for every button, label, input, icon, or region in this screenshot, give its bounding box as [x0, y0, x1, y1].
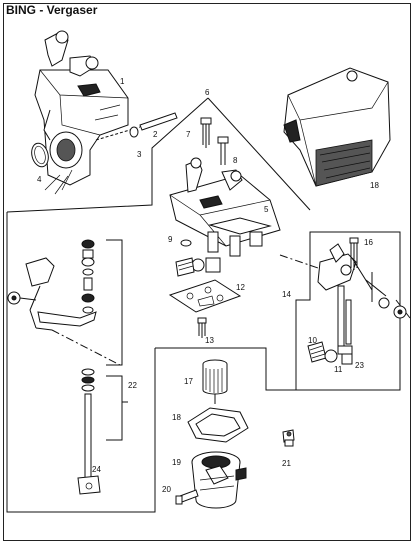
screw-7-part	[200, 117, 212, 148]
callout-19: 19	[172, 458, 181, 467]
washer-part	[129, 126, 139, 138]
callout-21: 21	[282, 459, 291, 468]
callout-9: 9	[168, 235, 173, 244]
callout-10: 10	[308, 336, 317, 345]
float-needle-part	[337, 285, 353, 365]
callout-17: 17	[184, 377, 193, 386]
filter-square-part	[307, 341, 327, 363]
callout-23: 23	[355, 361, 364, 370]
callout-6: 6	[205, 88, 210, 97]
throttle-linkage-part	[7, 257, 121, 366]
lever-assembly-part	[317, 243, 411, 319]
callout-13: 13	[205, 336, 214, 345]
carburetor-upper-part	[169, 157, 281, 257]
callout-1: 1	[120, 77, 125, 86]
callout-12: 12	[236, 283, 245, 292]
callout-18: 18	[370, 181, 379, 190]
diagram-title: BING - Vergaser	[6, 3, 98, 17]
callout-20: 20	[162, 485, 171, 494]
fuel-nipple-part	[282, 429, 295, 447]
callout-14: 14	[282, 290, 291, 299]
screw-8-part	[217, 136, 229, 165]
callout-22: 22	[128, 381, 137, 390]
filter-pad-part	[175, 257, 221, 277]
drain-screw-part	[175, 489, 199, 505]
jet-stack-part	[81, 239, 95, 314]
callout-24: 24	[92, 465, 101, 474]
group-22-frame	[6, 185, 156, 513]
gasket-ring-part	[31, 142, 49, 168]
callout-5: 5	[264, 205, 269, 214]
needle-rod-part	[77, 368, 101, 495]
callout-2: 2	[153, 130, 158, 139]
carburetor-body-part	[34, 30, 129, 195]
callout-4: 4	[37, 175, 42, 184]
callout-16: 16	[364, 238, 373, 247]
callout-8: 8	[233, 156, 238, 165]
callout-18b: 18	[172, 413, 181, 422]
float-part	[202, 359, 228, 404]
drawing-frame	[3, 3, 411, 541]
ball-part	[324, 349, 338, 363]
float-chamber-frame	[155, 347, 296, 391]
callout-7: 7	[186, 130, 191, 139]
air-filter-housing-part	[283, 67, 391, 187]
bowl-gasket-part	[187, 407, 249, 443]
group-6-bracket	[151, 97, 311, 211]
screw-part	[95, 112, 178, 141]
gasket-plate-part	[168, 279, 242, 313]
callout-3: 3	[137, 150, 142, 159]
callout-11: 11	[334, 365, 343, 374]
screw-16-part	[349, 237, 359, 270]
screw-13-part	[197, 317, 207, 338]
float-bowl-part	[191, 451, 247, 509]
